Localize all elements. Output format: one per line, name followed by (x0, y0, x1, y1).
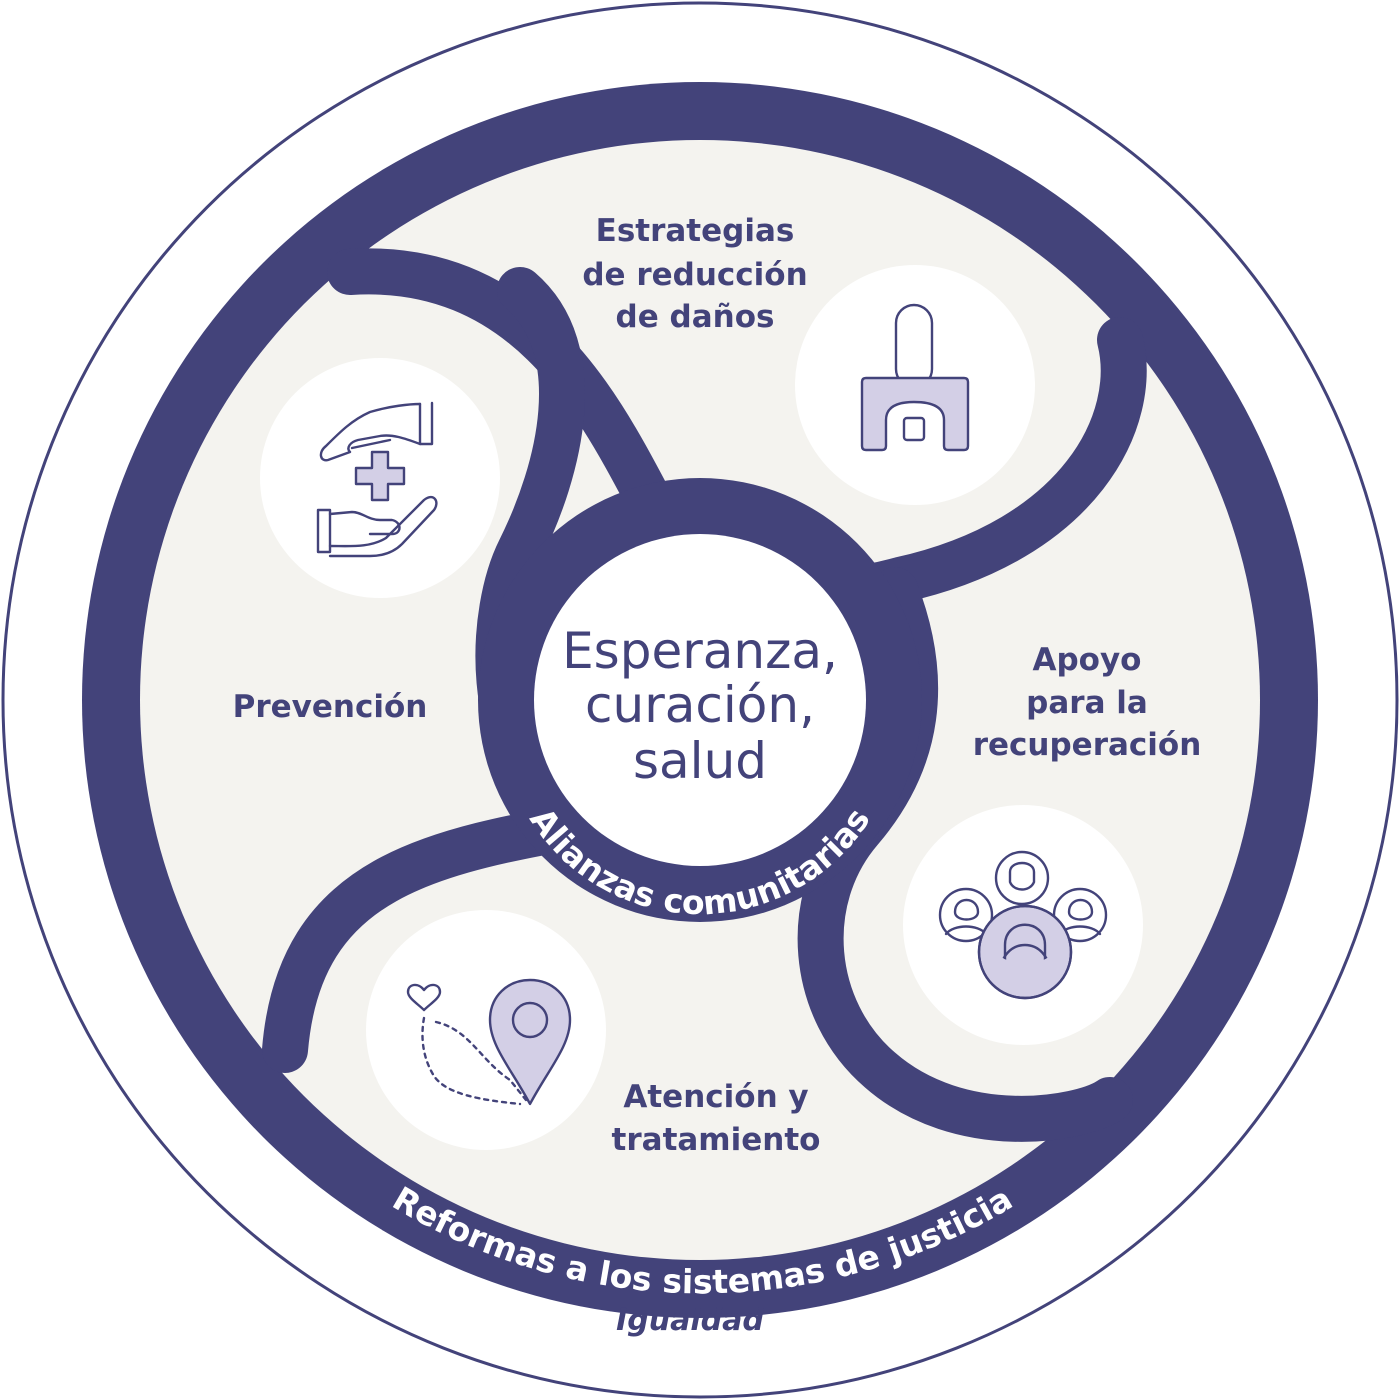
center-line-1: Esperanza, (562, 622, 838, 680)
center-line-3: salud (633, 732, 767, 790)
hands-medical-cross-icon (260, 358, 500, 598)
center-line-2: curación, (585, 676, 815, 734)
heart-path-location-icon (366, 910, 606, 1150)
center-circle (534, 534, 866, 866)
outermost-label: Igualdad (616, 1303, 764, 1338)
recovery-line-2: para la (1026, 685, 1148, 721)
harm-reduction-line-1: Estrategias (596, 213, 795, 249)
naloxone-device-icon (795, 265, 1035, 505)
people-group-icon (903, 805, 1143, 1045)
recovery-line-1: Apoyo (1033, 642, 1142, 678)
treatment-line-2: tratamiento (612, 1122, 821, 1158)
prevention-label: Prevención (233, 689, 428, 725)
recovery-line-3: recuperación (973, 727, 1202, 763)
harm-reduction-line-3: de daños (616, 299, 775, 335)
harm-reduction-line-2: de reducción (582, 257, 807, 293)
treatment-line-1: Atención y (623, 1079, 808, 1115)
